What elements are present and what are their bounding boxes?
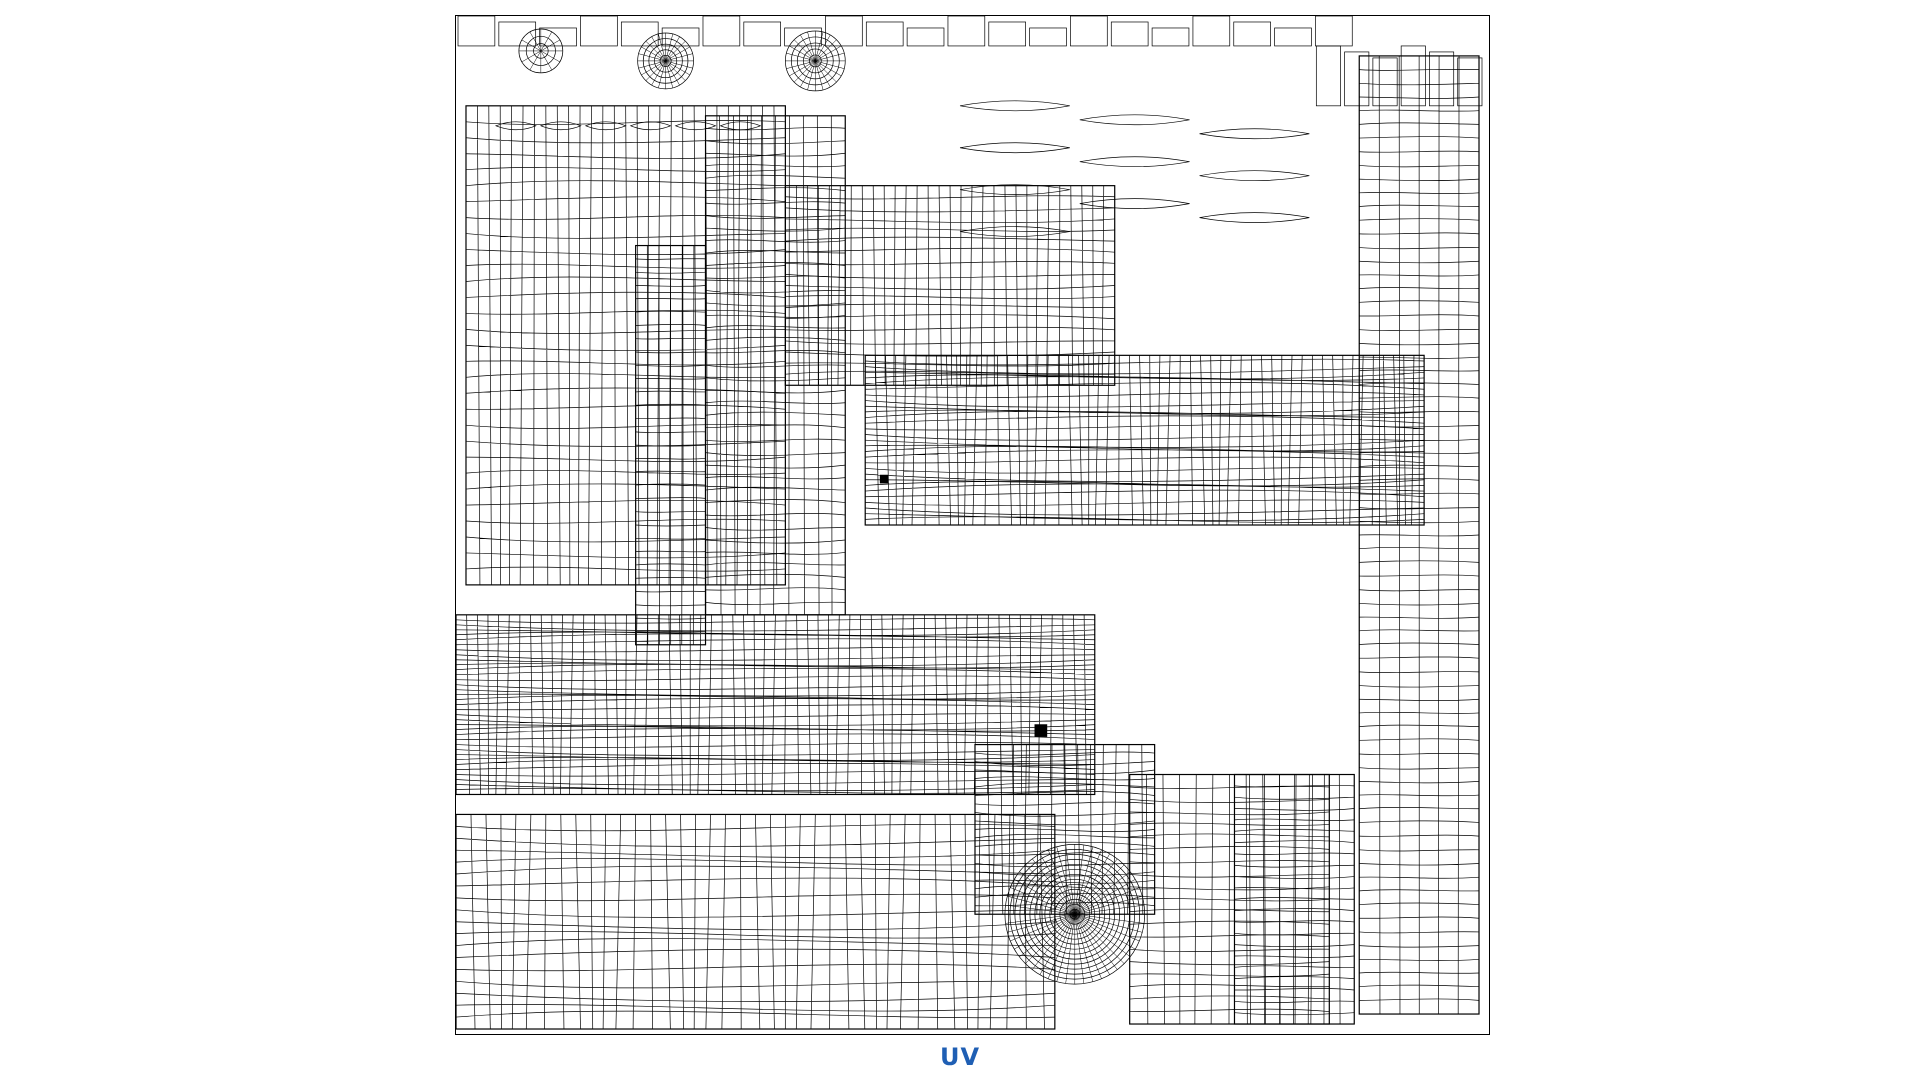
right-column — [1358, 55, 1480, 1015]
nose-radial — [1004, 844, 1146, 985]
lens-part — [629, 121, 672, 131]
engine-ring-a — [637, 32, 694, 90]
uv-wireframe — [456, 16, 1483, 1030]
uv-layout-canvas — [455, 15, 1490, 1035]
small-parts-strip-top — [457, 16, 1353, 47]
engine-ring-b — [785, 30, 846, 92]
fuselage-lower — [456, 614, 1096, 796]
nose-panel — [974, 743, 1156, 915]
lens-part — [584, 121, 627, 131]
lens-part — [1199, 212, 1310, 223]
fuselage-upper — [864, 354, 1425, 526]
tail-fin — [1129, 773, 1330, 1025]
lens-part — [1199, 170, 1310, 181]
lens-part — [539, 121, 582, 131]
marker-block — [879, 474, 889, 484]
bottom-left-panel — [456, 813, 1056, 1030]
lens-part — [719, 121, 762, 131]
right-wing-panel — [784, 185, 1116, 386]
lens-part — [1199, 128, 1310, 140]
lens-part — [1079, 156, 1190, 168]
vertical-strip-a — [635, 244, 707, 646]
lens-part — [959, 226, 1070, 237]
lens-part — [494, 121, 537, 131]
lens-part — [1079, 198, 1190, 209]
lens-part — [959, 184, 1070, 195]
marker-block — [1034, 724, 1048, 737]
small-disc — [518, 28, 564, 74]
lower-right-panel — [1233, 773, 1355, 1025]
small-parts-strip-right — [1315, 45, 1483, 107]
lens-part — [674, 121, 717, 131]
lens-part — [959, 100, 1070, 112]
uv-caption: UV — [939, 1043, 981, 1071]
left-wing-panel — [465, 105, 786, 586]
lens-part — [1079, 114, 1190, 126]
lens-part — [959, 142, 1070, 154]
